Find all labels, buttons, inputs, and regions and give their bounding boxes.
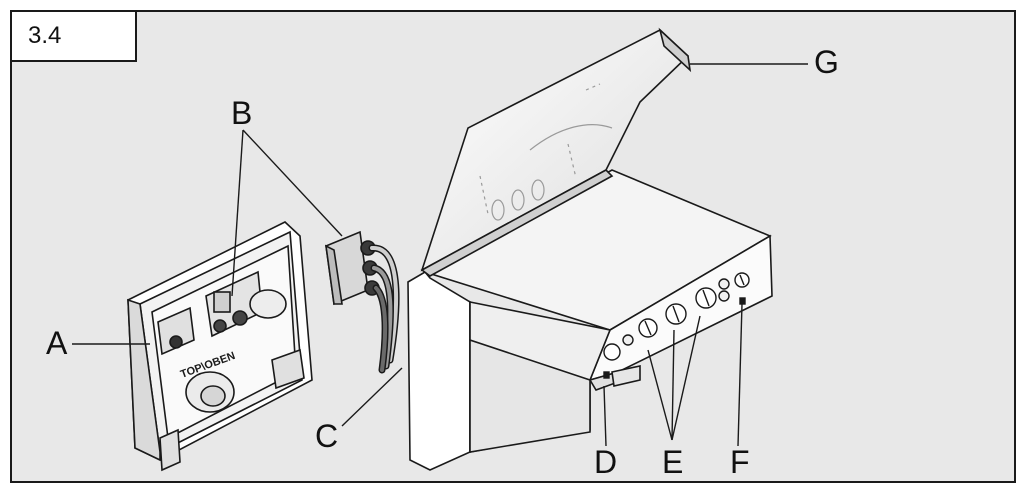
leader-b2	[242, 129, 343, 237]
callout-b: B	[231, 95, 253, 131]
callout-f: F	[730, 444, 750, 480]
leader-f	[737, 303, 743, 447]
leader-e3	[671, 315, 701, 441]
dial-d-knob	[603, 343, 621, 361]
leader-e1	[647, 349, 673, 441]
callout-a: A	[46, 325, 68, 361]
callout-e: E	[662, 444, 684, 480]
leader-b1	[231, 129, 244, 297]
leader-e2	[671, 329, 675, 441]
leader-d	[603, 385, 607, 447]
front-controls	[603, 272, 750, 379]
figure-number: 3.4	[10, 10, 137, 62]
cable-bundle	[368, 244, 400, 374]
back-plate	[127, 221, 313, 472]
terminal-connector	[325, 230, 380, 306]
callout-c: C	[315, 418, 339, 454]
leader-lines	[72, 63, 808, 447]
hinged-lid	[420, 27, 692, 277]
leader-c	[341, 367, 403, 427]
callout-g: G	[814, 44, 839, 80]
callout-d: D	[594, 444, 618, 480]
